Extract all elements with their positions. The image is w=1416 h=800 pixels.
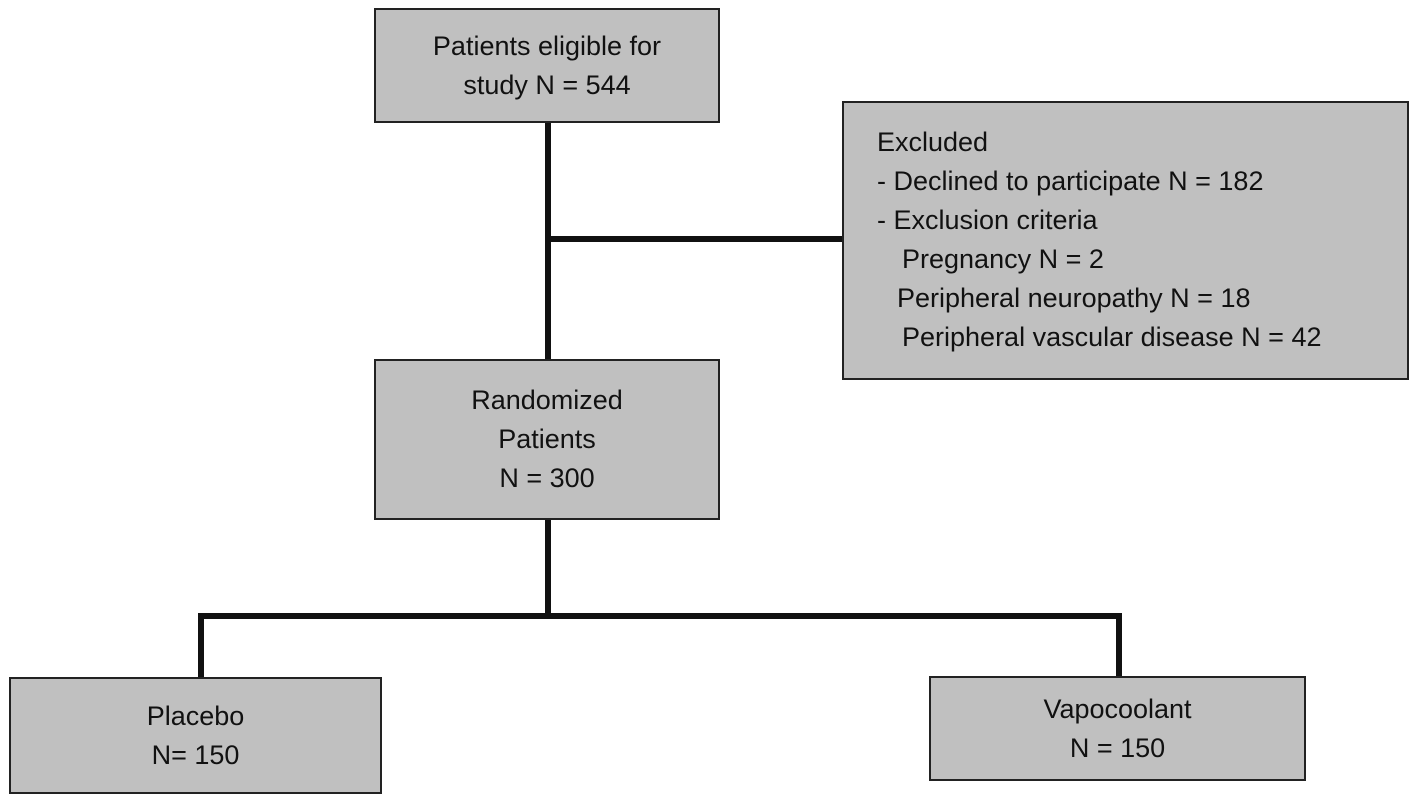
- placebo-box: Placebo N= 150: [9, 677, 382, 794]
- eligible-line-2: study N = 544: [463, 69, 631, 100]
- excluded-box: Excluded - Declined to participate N = 1…: [842, 101, 1409, 380]
- excluded-criteria-heading: - Exclusion criteria: [877, 205, 1098, 235]
- excluded-vascular: Peripheral vascular disease N = 42: [902, 322, 1322, 352]
- vapocoolant-line-2: N = 150: [1069, 732, 1166, 763]
- vapocoolant-box: Vapocoolant N = 150: [929, 676, 1306, 781]
- vapocoolant-line-1: Vapocoolant: [1043, 693, 1192, 724]
- eligible-line-1: Patients eligible for: [432, 30, 662, 61]
- randomized-line-2: Patients: [498, 424, 596, 454]
- connector-to-placebo: [198, 613, 204, 679]
- connector-to-vapocoolant: [1116, 613, 1122, 678]
- connector-to-excluded: [545, 236, 844, 242]
- randomized-box: Randomized Patients N = 300: [374, 359, 720, 520]
- placebo-line-2: N= 150: [151, 739, 240, 770]
- randomized-line-3: N = 300: [499, 463, 595, 493]
- excluded-declined: - Declined to participate N = 182: [877, 166, 1264, 196]
- connector-randomized-down: [545, 518, 551, 616]
- connector-arms-horizontal: [198, 613, 1122, 619]
- randomized-line-1: Randomized: [471, 385, 623, 415]
- excluded-pregnancy: Pregnancy N = 2: [902, 244, 1104, 274]
- eligible-box: Patients eligible for study N = 544: [374, 8, 720, 123]
- excluded-neuropathy: Peripheral neuropathy N = 18: [897, 283, 1251, 313]
- placebo-line-1: Placebo: [146, 700, 245, 731]
- excluded-heading: Excluded: [877, 127, 989, 157]
